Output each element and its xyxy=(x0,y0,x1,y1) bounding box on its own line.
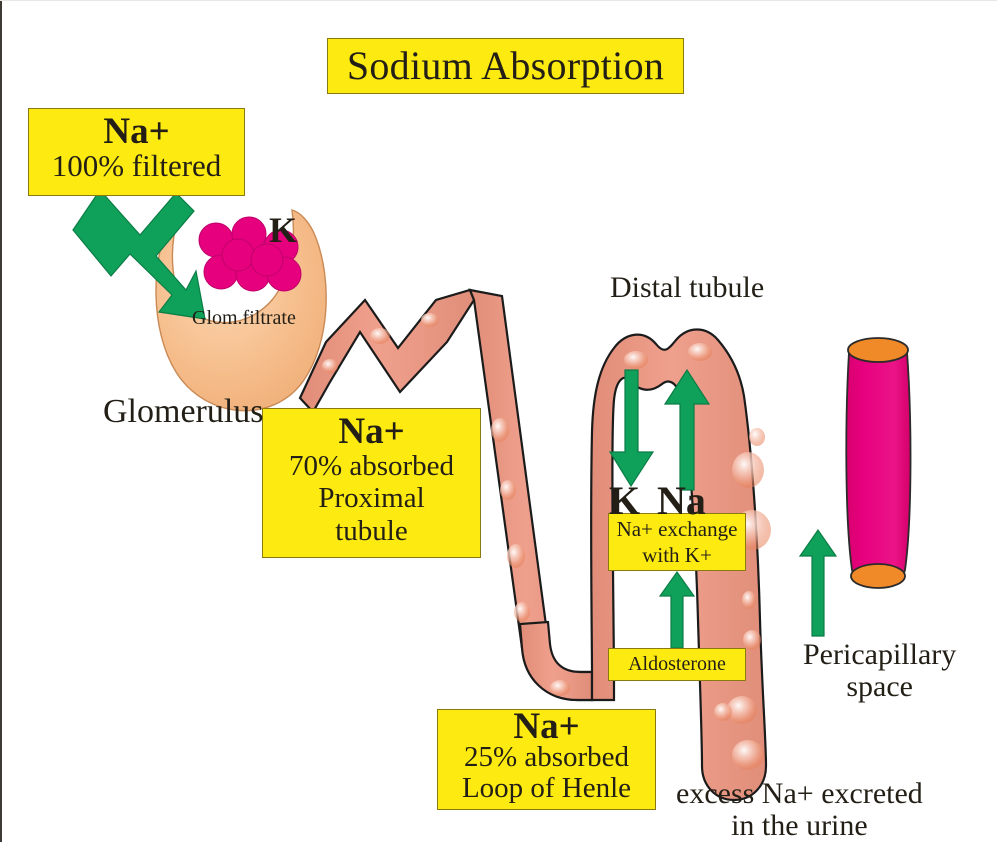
peritubular-capillary xyxy=(845,337,912,589)
na-henle-line1: 25% absorbed xyxy=(463,741,630,774)
glomerular-filtrate-label: Glom.filtrate xyxy=(192,307,296,329)
distal-tubule-label: Distal tubule xyxy=(610,271,765,304)
na-filtered-line1: 100% filtered xyxy=(51,148,222,183)
excess-sodium-excreted-label: excess Na+ excreted in the urine xyxy=(676,777,923,842)
potassium-influx-arrow xyxy=(608,369,655,488)
pericapillary-arrow xyxy=(798,528,838,637)
na-proximal-line3: tubule xyxy=(335,514,408,547)
potassium-distal-label: K xyxy=(609,478,641,523)
diagram-title-text: Sodium Absorption xyxy=(346,43,665,89)
filtration-arrow xyxy=(72,189,206,320)
diagram-title: Sodium Absorption xyxy=(327,38,684,94)
na-filtered-label-box: Na+ 100% filtered xyxy=(28,108,245,196)
slide-top-border xyxy=(0,0,997,1)
glomerulus-label: Glomerulus xyxy=(103,393,264,430)
potassium-glomerulus-label: K xyxy=(269,210,298,250)
potassium-particles xyxy=(198,216,302,292)
na-henle-line2: Loop of Henle xyxy=(461,771,632,804)
proximal-tubule xyxy=(298,288,594,702)
na-proximal-line2: Proximal xyxy=(318,482,425,515)
na-proximal-label-box: Na+ 70% absorbed Proximal tubule xyxy=(262,408,481,558)
aldosterone-label-box: Aldosterone xyxy=(608,648,746,681)
na-proximal-heading: Na+ xyxy=(338,411,405,452)
aldosterone-arrow xyxy=(658,570,696,649)
na-filtered-heading: Na+ xyxy=(103,111,170,152)
exchange-line2: with K+ xyxy=(642,542,712,567)
na-henle-label-box: Na+ 25% absorbed Loop of Henle xyxy=(437,706,656,810)
na-k-exchange-label-box: Na+ exchange with K+ xyxy=(608,513,746,571)
distal-tubule-and-collecting-duct xyxy=(590,328,771,802)
pericapillary-space-label: Pericapillary space xyxy=(803,638,957,703)
aldosterone-line1: Aldosterone xyxy=(628,653,726,676)
exchange-line1: Na+ exchange xyxy=(616,517,738,541)
green-arrows xyxy=(72,189,838,649)
sodium-reabsorption-arrow xyxy=(663,368,711,491)
sodium-distal-label: Na xyxy=(657,478,706,523)
na-henle-heading: Na+ xyxy=(513,706,580,747)
na-proximal-line1: 70% absorbed xyxy=(288,450,455,482)
tubule-highlights xyxy=(322,313,570,696)
slide-left-border xyxy=(0,0,2,842)
